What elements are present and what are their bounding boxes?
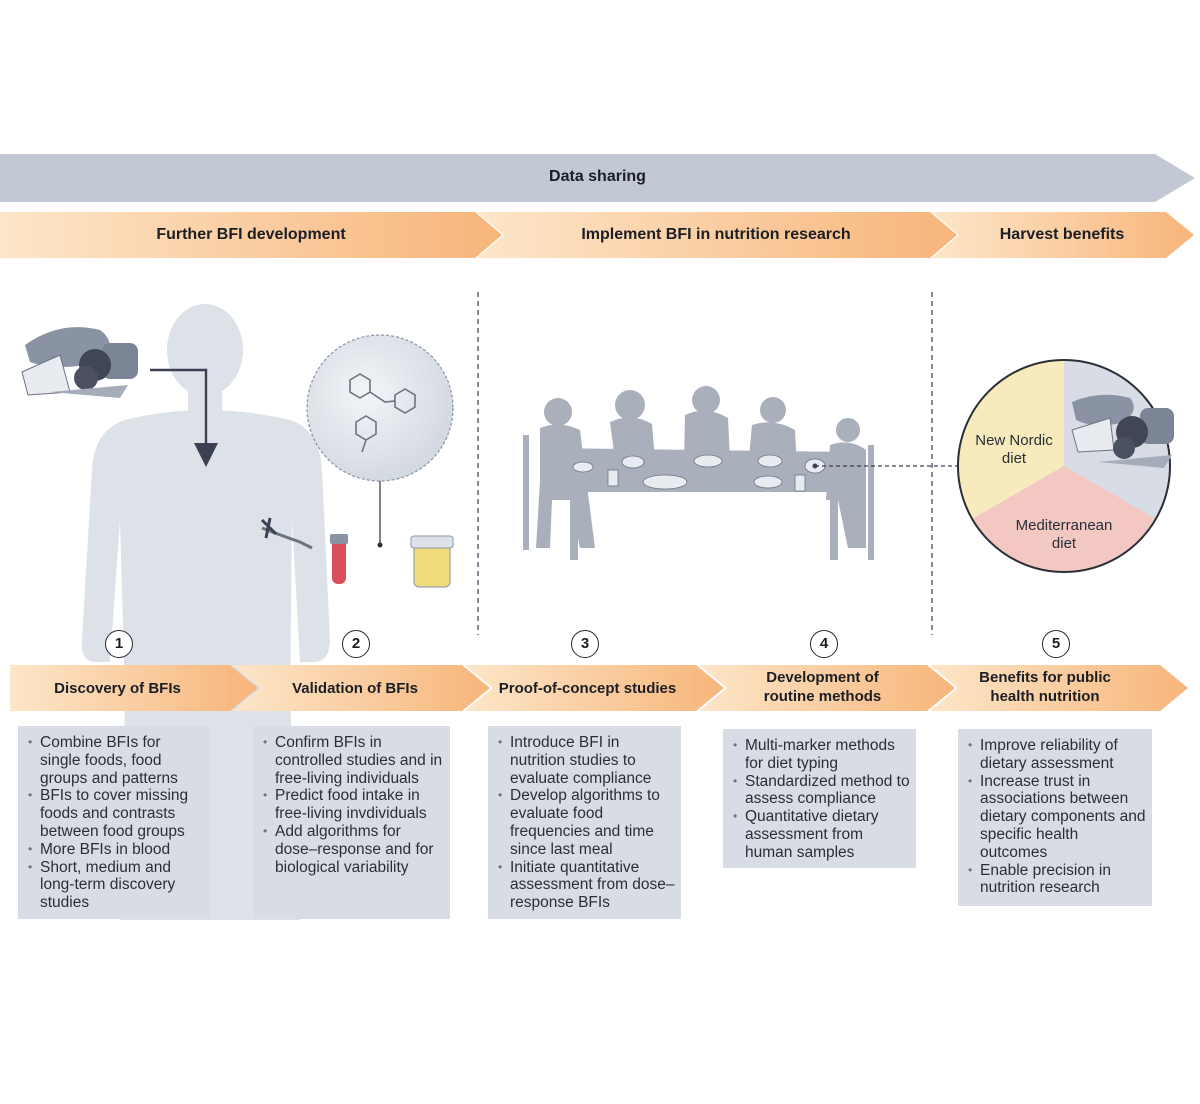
phase-chevron-development: [0, 212, 502, 258]
step-4-bullet: Standardized method to assess compliance: [731, 773, 910, 809]
step-chevron-3: [465, 665, 724, 711]
step-box-3: Introduce BFI in nutrition studies to ev…: [488, 726, 681, 919]
pie-label-new-nordic-line1: New Nordic: [975, 432, 1053, 449]
step-title-3-line1: Proof-of-concept studies: [498, 680, 677, 697]
phase-chevron-harvest: [932, 212, 1194, 258]
pie-label-mediterranean-line1: Mediterranean: [1015, 517, 1113, 534]
ingestion-arrow: [150, 368, 218, 467]
step-chevron-2: [233, 665, 490, 711]
step-chevron-4: [699, 665, 955, 711]
step-3-bullet: Initiate quantitative assessment from do…: [496, 859, 675, 912]
step-4-bullet: Multi-marker methods for diet typing: [731, 737, 910, 773]
urine-sample-illustration: [410, 535, 454, 588]
food-cluster-illustration: [21, 327, 138, 398]
dining-table-illustration: [523, 386, 874, 560]
step-title-2-line1: Validation of BFIs: [292, 680, 418, 697]
step-box-1: Combine BFIs for single foods, food grou…: [18, 726, 210, 919]
pie-food-illustration: [1071, 394, 1174, 468]
step-1-bullet: More BFIs in blood: [26, 841, 204, 859]
step-3-bullet: Introduce BFI in nutrition studies to ev…: [496, 734, 675, 787]
step-title-4-line2: routine methods: [763, 688, 882, 705]
step-title-1-line1: Discovery of BFIs: [54, 680, 181, 697]
step-number-3: 3: [571, 630, 599, 658]
step-box-4: Multi-marker methods for diet typing Sta…: [723, 729, 916, 868]
phase-label-harvest: Harvest benefits: [999, 226, 1125, 243]
step-number-4: 4: [810, 630, 838, 658]
step-5-bullet: Improve reliability of dietary assessmen…: [966, 737, 1146, 773]
pie-label-mediterranean: Mediterranean diet: [1004, 517, 1124, 553]
blood-sample-illustration: [260, 517, 348, 584]
step-1-bullet: BFIs to cover missing foods and contrast…: [26, 787, 204, 840]
step-title-5-line1: Benefits for public: [979, 669, 1111, 686]
pie-slice-new-nordic: [957, 359, 1064, 519]
data-sharing-label: Data sharing: [549, 168, 646, 185]
pie-label-new-nordic-line2: diet: [1001, 450, 1027, 467]
step-chevron-1: [10, 665, 258, 711]
step-number-1: 1: [105, 630, 133, 658]
step-title-5-line2: health nutrition: [990, 688, 1100, 705]
step-title-4-line1: Development of: [766, 669, 879, 686]
step-title-5: Benefits for public health nutrition: [945, 668, 1145, 706]
step-2-bullet: Add algorithms for dose–response and for…: [261, 823, 444, 876]
step-1-bullet: Combine BFIs for single foods, food grou…: [26, 734, 204, 787]
step-1-bullet: Short, medium and long-term discovery st…: [26, 859, 204, 912]
step-3-bullet: Develop algorithms to evaluate food freq…: [496, 787, 675, 858]
step-title-4: Development of routine methods: [715, 668, 930, 706]
step-number-5: 5: [1042, 630, 1070, 658]
table-dishes: [572, 454, 826, 492]
pie-label-new-nordic: New Nordic diet: [962, 432, 1066, 468]
step-box-2: Confirm BFIs in controlled studies and i…: [253, 726, 450, 919]
step-chevron-5: [930, 665, 1188, 711]
phase-label-implement: Implement BFI in nutrition research: [581, 226, 851, 243]
step-title-2: Validation of BFIs: [250, 679, 460, 698]
step-title-3: Proof-of-concept studies: [480, 679, 695, 698]
step-number-2: 2: [342, 630, 370, 658]
step-4-bullet: Quantitative dietary assessment from hum…: [731, 808, 910, 861]
step-2-bullet: Confirm BFIs in controlled studies and i…: [261, 734, 444, 787]
pie-slice-mediterranean: [972, 466, 1156, 573]
step-title-1: Discovery of BFIs: [10, 679, 225, 698]
step-box-5: Improve reliability of dietary assessmen…: [958, 729, 1152, 906]
pie-label-mediterranean-line2: diet: [1051, 535, 1077, 552]
molecule-circle: [306, 334, 454, 482]
step-2-bullet: Predict food intake in free-living invdi…: [261, 787, 444, 823]
phase-label-development: Further BFI development: [156, 226, 346, 243]
step-5-bullet: Enable precision in nutrition research: [966, 862, 1146, 898]
phase-chevron-implement: [477, 212, 957, 258]
step-5-bullet: Increase trust in associations between d…: [966, 773, 1146, 862]
data-sharing-banner: [0, 154, 1195, 202]
